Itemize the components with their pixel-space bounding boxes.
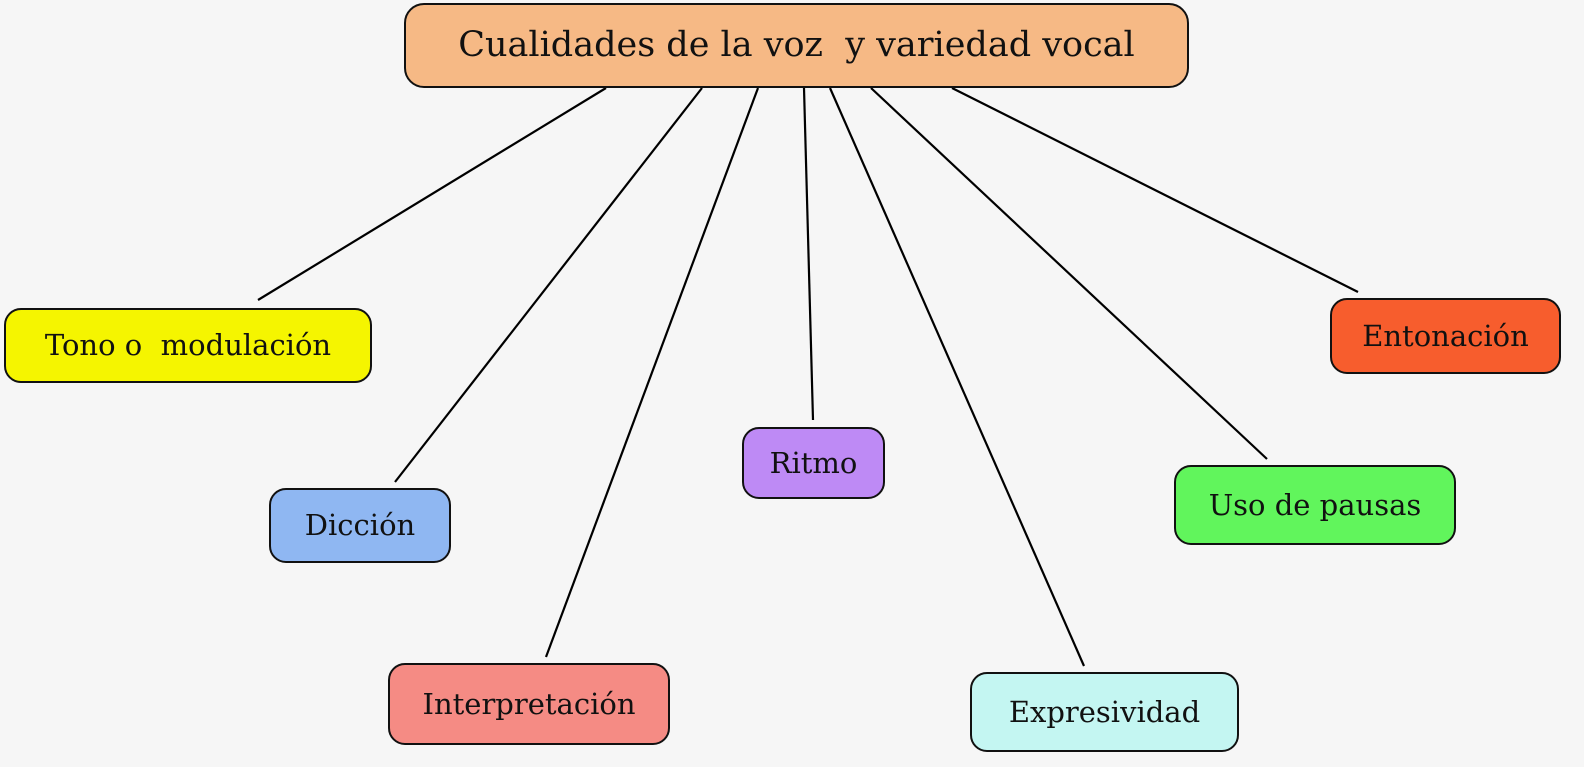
- root-concept: Cualidades de la voz y variedad vocal: [404, 3, 1189, 88]
- connector-diccion: [394, 87, 703, 483]
- concept-tono-o-modulacion: Tono o modulación: [4, 308, 372, 383]
- concept-entonacion: Entonación: [1330, 298, 1561, 374]
- concept-interpretacion: Interpretación: [388, 663, 670, 745]
- concept-ritmo: Ritmo: [742, 427, 885, 499]
- concept-diccion: Dicción: [269, 488, 451, 563]
- connector-interpretacion: [544, 87, 760, 658]
- concept-uso-de-pausas: Uso de pausas: [1174, 465, 1456, 545]
- connector-tono: [257, 87, 607, 301]
- concept-expresividad: Expresividad: [970, 672, 1239, 752]
- connector-entonacion: [951, 87, 1359, 293]
- connector-ritmo: [802, 87, 815, 421]
- connector-expresividad: [828, 87, 1086, 667]
- connector-pausas: [870, 87, 1268, 460]
